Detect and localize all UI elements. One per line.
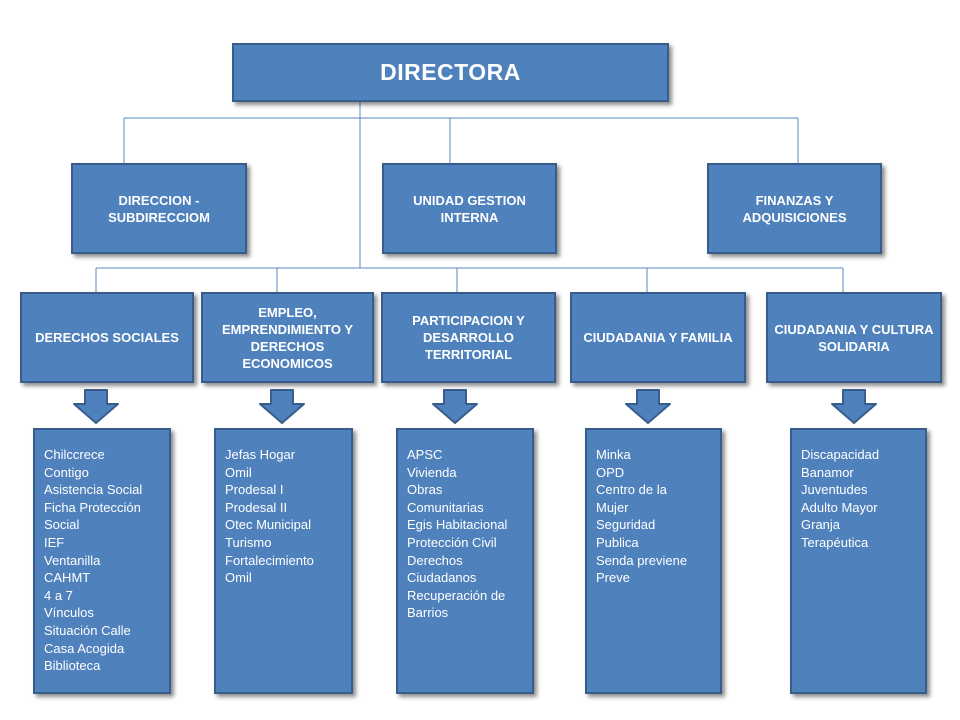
program-item: Vivienda: [407, 464, 457, 480]
program-item: Barrios: [407, 605, 449, 621]
program-item: Omil: [225, 464, 252, 480]
program-item: Juventudes: [801, 482, 868, 498]
program-item: Senda previene: [596, 552, 688, 568]
unidad-gestion-interna-box: UNIDAD GESTION INTERNA: [382, 163, 557, 254]
program-item: Discapacidad: [801, 447, 880, 462]
dept-participacion-desarrollo: PARTICIPACION Y DESARROLLO TERRITORIAL: [381, 292, 556, 383]
dept-ciudadania-familia-label: CIUDADANIA Y FAMILIA: [583, 330, 733, 345]
dept-ciudadania-familia: CIUDADANIA Y FAMILIA: [570, 292, 746, 383]
dept-ciudadania-cultura-label: CIUDADANIA Y CULTURA SOLIDARIA: [774, 321, 934, 354]
down-arrow-icon: [259, 389, 305, 424]
dept-empleo-emprendimiento-label: EMPLEO, EMPRENDIMIENTO Y DERECHOS ECONOM…: [222, 304, 353, 371]
program-list-derechos-sociales: Chilccrece Contigo Asistencia Social Fic…: [33, 428, 171, 694]
dept-ciudadania-cultura: CIUDADANIA Y CULTURA SOLIDARIA: [766, 292, 942, 383]
program-item: Ventanilla: [44, 552, 101, 568]
program-item: Mujer: [596, 499, 629, 515]
program-item: Publica: [596, 534, 639, 550]
program-item: Obras: [407, 482, 443, 498]
program-item: Fortalecimiento: [225, 552, 314, 568]
program-item: Granja: [801, 517, 841, 533]
program-item: Preve: [596, 570, 630, 586]
program-item: Jefas Hogar: [225, 447, 296, 462]
direccion-subdireccion-box: DIRECCION - SUBDIRECCIOM: [71, 163, 247, 254]
program-item: APSC: [407, 447, 443, 462]
program-item: Ficha Protección: [44, 499, 141, 515]
dept-derechos-sociales: DERECHOS SOCIALES: [20, 292, 194, 383]
program-item: Recuperación de: [407, 587, 506, 603]
down-arrow-icon: [625, 389, 671, 424]
program-item: Prodesal II: [225, 499, 288, 515]
program-item: Social: [44, 517, 80, 533]
finanzas-adquisiciones-box: FINANZAS Y ADQUISICIONES: [707, 163, 882, 254]
dept-derechos-sociales-label: DERECHOS SOCIALES: [35, 330, 179, 345]
program-item: Egis Habitacional: [407, 517, 508, 533]
program-item: Casa Acogida: [44, 640, 125, 656]
program-list-participacion: APSC Vivienda Obras Comunitarias Egis Ha…: [396, 428, 534, 694]
program-item: Banamor: [801, 464, 854, 480]
program-item: Adulto Mayor: [801, 499, 878, 515]
program-item: Contigo: [44, 464, 89, 480]
program-list-ciudadania-familia: Minka OPD Centro de la Mujer Seguridad P…: [585, 428, 722, 694]
program-item: Omil: [225, 570, 252, 586]
dept-empleo-emprendimiento: EMPLEO, EMPRENDIMIENTO Y DERECHOS ECONOM…: [201, 292, 374, 383]
directora-box: DIRECTORA: [232, 43, 669, 102]
program-item: 4 a 7: [44, 587, 73, 603]
finanzas-adquisiciones-label: FINANZAS Y ADQUISICIONES: [742, 192, 847, 225]
program-item: Terapéutica: [801, 534, 869, 550]
down-arrow-icon: [73, 389, 119, 424]
program-item: Minka: [596, 447, 631, 462]
program-item: Turismo: [225, 534, 272, 550]
dept-participacion-desarrollo-label: PARTICIPACION Y DESARROLLO TERRITORIAL: [412, 313, 525, 362]
down-arrow-icon: [831, 389, 877, 424]
program-item: Situación Calle: [44, 622, 131, 638]
direccion-subdireccion-label: DIRECCION - SUBDIRECCIOM: [108, 192, 210, 225]
program-item: Vínculos: [44, 605, 94, 621]
program-item: OPD: [596, 464, 625, 480]
directora-label: DIRECTORA: [380, 59, 521, 85]
program-item: Derechos: [407, 552, 463, 568]
program-item: Chilccrece: [44, 447, 105, 462]
program-list-empleo: Jefas Hogar Omil Prodesal I Prodesal II …: [214, 428, 353, 694]
program-list-ciudadania-cultura: Discapacidad Banamor Juventudes Adulto M…: [790, 428, 927, 694]
unidad-gestion-interna-label: UNIDAD GESTION INTERNA: [413, 192, 526, 225]
program-item: Centro de la: [596, 482, 667, 498]
program-item: Protección Civil: [407, 534, 497, 550]
program-item: Comunitarias: [407, 499, 484, 515]
program-item: Asistencia Social: [44, 482, 143, 498]
program-item: Seguridad: [596, 517, 656, 533]
program-item: Biblioteca: [44, 658, 101, 674]
program-item: CAHMT: [44, 570, 91, 586]
down-arrow-icon: [432, 389, 478, 424]
program-item: Prodesal I: [225, 482, 284, 498]
program-item: Otec Municipal: [225, 517, 311, 533]
program-item: IEF: [44, 534, 65, 550]
program-item: Ciudadanos: [407, 570, 477, 586]
